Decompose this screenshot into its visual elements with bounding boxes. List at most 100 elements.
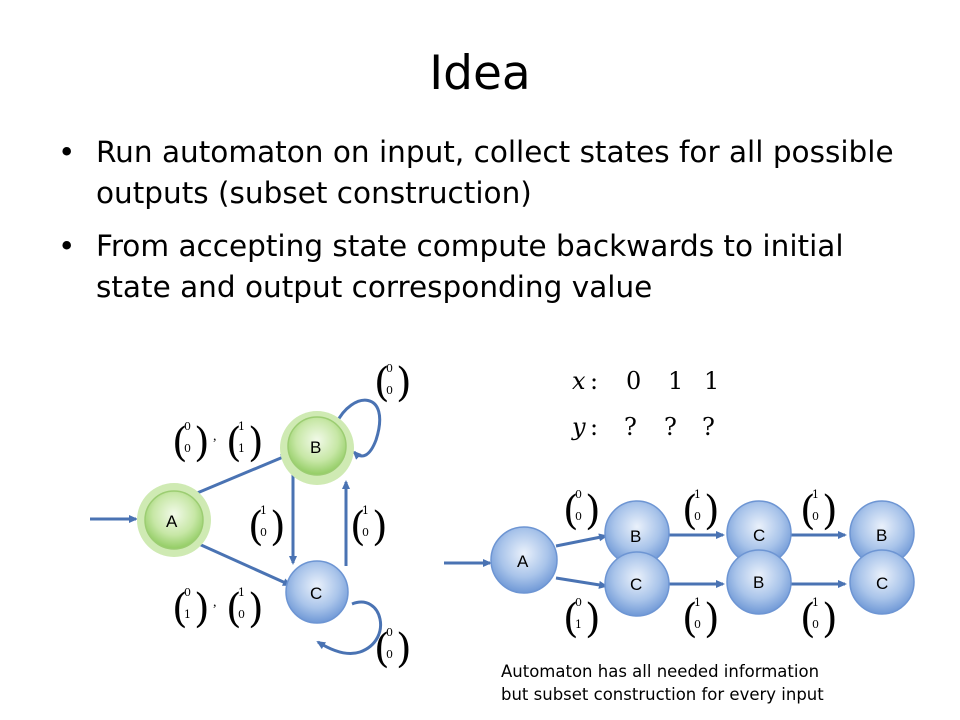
matrix-top: 0: [575, 488, 582, 501]
state-a-label: A: [166, 512, 178, 531]
subset-node-bottom: [604, 551, 670, 617]
subset-run: A B C C B B C ( 0 0 ) ( 1 0 ) ( 1 0 ): [444, 488, 915, 642]
svg-text:(: (: [563, 488, 579, 534]
svg-text:): ): [248, 586, 264, 632]
matrix-top: 0: [386, 626, 393, 639]
matrix-top: 1: [694, 596, 701, 609]
matrix-bottom: 0: [812, 510, 819, 523]
matrix-bottom: 1: [575, 618, 582, 631]
run-table: x : 0 1 1 y : ? ? ?: [571, 367, 719, 441]
subset-node-label: B: [753, 573, 764, 592]
state-c-node: [285, 560, 349, 624]
svg-text:(: (: [226, 420, 242, 466]
caption: Automaton has all needed information but…: [501, 660, 824, 706]
svg-text:): ): [822, 596, 838, 642]
x-value: 1: [704, 367, 719, 395]
matrix-bottom: 0: [260, 526, 267, 539]
svg-text:(: (: [374, 626, 390, 672]
svg-text:(: (: [350, 504, 366, 550]
matrix-top: 1: [238, 586, 245, 599]
subset-node-label: C: [630, 575, 642, 594]
caption-line: Automaton has all needed information: [501, 662, 820, 681]
matrix-top: 1: [238, 420, 245, 433]
subset-label-top: ( 1 0 ): [682, 488, 720, 534]
matrix-bottom: 0: [694, 618, 701, 631]
subset-label-top: ( 1 0 ): [800, 488, 838, 534]
matrix-bottom: 0: [184, 442, 191, 455]
matrix-top: 1: [812, 596, 819, 609]
matrix-top: 1: [260, 504, 267, 517]
matrix-top: 1: [362, 504, 369, 517]
subset-node-label: C: [876, 574, 888, 593]
matrix-bottom: 0: [694, 510, 701, 523]
state-c-label: C: [310, 584, 322, 603]
subset-label-bottom: ( 0 1 ): [563, 596, 601, 642]
y-label: y: [571, 413, 586, 441]
subset-edge: [555, 533, 608, 548]
svg-text:(: (: [172, 586, 188, 632]
svg-text:(: (: [682, 488, 698, 534]
label-a-to-c-second: ( 1 0 ): [226, 586, 264, 632]
bullet-text: Run automaton on input, collect states f…: [96, 135, 894, 210]
svg-text:(: (: [800, 488, 816, 534]
label-a-to-c-first: ( 0 1 ): [172, 586, 210, 632]
self-loop-c: [316, 600, 382, 656]
bullet-dot: •: [58, 135, 76, 169]
matrix-top: 0: [575, 596, 582, 609]
matrix-bottom: 0: [362, 526, 369, 539]
subset-node-label: C: [753, 526, 765, 545]
subset-label-bottom: ( 1 0 ): [800, 596, 838, 642]
subset-edge: [555, 576, 608, 589]
svg-text:): ): [194, 586, 210, 632]
x-label: x: [572, 367, 586, 395]
bullet-item: • Run automaton on input, collect states…: [58, 132, 918, 214]
subset-label-bottom: ( 1 0 ): [682, 596, 720, 642]
svg-text:): ): [396, 360, 412, 406]
y-value: ?: [702, 413, 715, 441]
subset-node-bottom: [726, 549, 792, 615]
self-loop-b: [334, 398, 382, 460]
state-b-label: B: [310, 438, 321, 457]
y-colon: :: [590, 413, 598, 441]
edge-a-to-c: [189, 538, 292, 587]
matrix-bottom: 0: [386, 648, 393, 661]
matrix-top: 0: [386, 362, 393, 375]
matrix-bottom: 0: [575, 510, 582, 523]
subset-node-start: [490, 526, 558, 594]
svg-text:): ): [704, 488, 720, 534]
matrix-top: 0: [184, 586, 191, 599]
subset-label-top: ( 0 0 ): [563, 488, 601, 534]
bullet-text: From accepting state compute backwards t…: [96, 229, 844, 304]
label-b-to-c: ( 1 0 ): [248, 504, 286, 550]
svg-text:): ): [396, 626, 412, 672]
matrix-top: 1: [694, 488, 701, 501]
svg-text:(: (: [248, 504, 264, 550]
matrix-bottom: 0: [386, 384, 393, 397]
label-separator: ,: [213, 595, 217, 610]
label-c-self: ( 0 0 ): [374, 626, 412, 672]
svg-text:): ): [585, 488, 601, 534]
svg-text:(: (: [800, 596, 816, 642]
label-a-to-b-first: ( 0 0 ): [172, 420, 210, 466]
svg-text:): ): [248, 420, 264, 466]
label-separator: ,: [213, 429, 217, 444]
y-value: ?: [624, 413, 637, 441]
x-colon: :: [590, 367, 598, 395]
matrix-top: 1: [812, 488, 819, 501]
y-value: ?: [664, 413, 677, 441]
bullet-list: • Run automaton on input, collect states…: [58, 132, 918, 320]
svg-text:): ): [822, 488, 838, 534]
svg-text:(: (: [563, 596, 579, 642]
subset-node-label: A: [517, 552, 529, 571]
svg-text:): ): [270, 504, 286, 550]
caption-line: but subset construction for every input: [501, 685, 824, 704]
edge-a-to-b: [189, 453, 290, 498]
svg-text:(: (: [682, 596, 698, 642]
svg-text:(: (: [374, 360, 390, 406]
svg-text:): ): [704, 596, 720, 642]
label-b-self: ( 0 0 ): [374, 360, 412, 406]
slide-title: Idea: [429, 46, 531, 101]
left-automaton: A B C ( 0 0 ) , ( 1 1 ) ( 0 1 ) , (: [90, 360, 412, 672]
matrix-bottom: 1: [238, 442, 245, 455]
